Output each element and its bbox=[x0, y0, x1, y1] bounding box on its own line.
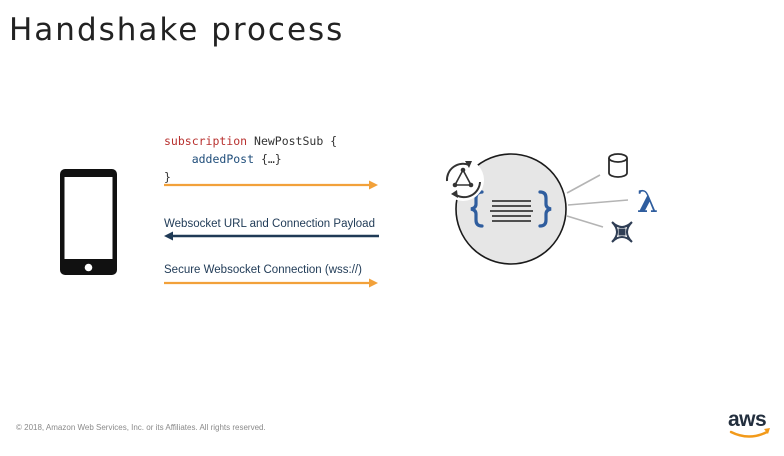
database-icon bbox=[608, 153, 628, 178]
request-arrow bbox=[164, 180, 378, 190]
return-arrow-label: Websocket URL and Connection Payload bbox=[164, 218, 375, 230]
subscription-code: subscription NewPostSub { addedPost {…} … bbox=[164, 132, 337, 186]
secure-connection-arrow bbox=[164, 278, 378, 288]
code-close: } bbox=[164, 170, 171, 184]
lambda-icon: λ bbox=[637, 185, 658, 220]
code-keyword: subscription bbox=[164, 134, 248, 148]
svg-text:λ: λ bbox=[637, 185, 658, 220]
elasticsearch-icon bbox=[611, 221, 633, 243]
sync-cycle-icon bbox=[442, 159, 484, 201]
response-arrow bbox=[164, 231, 379, 241]
service-connectors bbox=[566, 174, 629, 228]
mobile-phone-icon bbox=[60, 169, 117, 275]
aws-smile bbox=[729, 428, 770, 438]
slide-title: Handshake process bbox=[9, 12, 345, 48]
code-field-args: {…} bbox=[254, 152, 282, 166]
code-field: addedPost bbox=[191, 152, 255, 166]
secure-arrow-label: Secure Websocket Connection (wss://) bbox=[164, 264, 362, 276]
copyright-footer: © 2018, Amazon Web Services, Inc. or its… bbox=[16, 423, 266, 432]
aws-logo-text: aws bbox=[728, 408, 767, 431]
code-name: NewPostSub { bbox=[247, 134, 338, 148]
